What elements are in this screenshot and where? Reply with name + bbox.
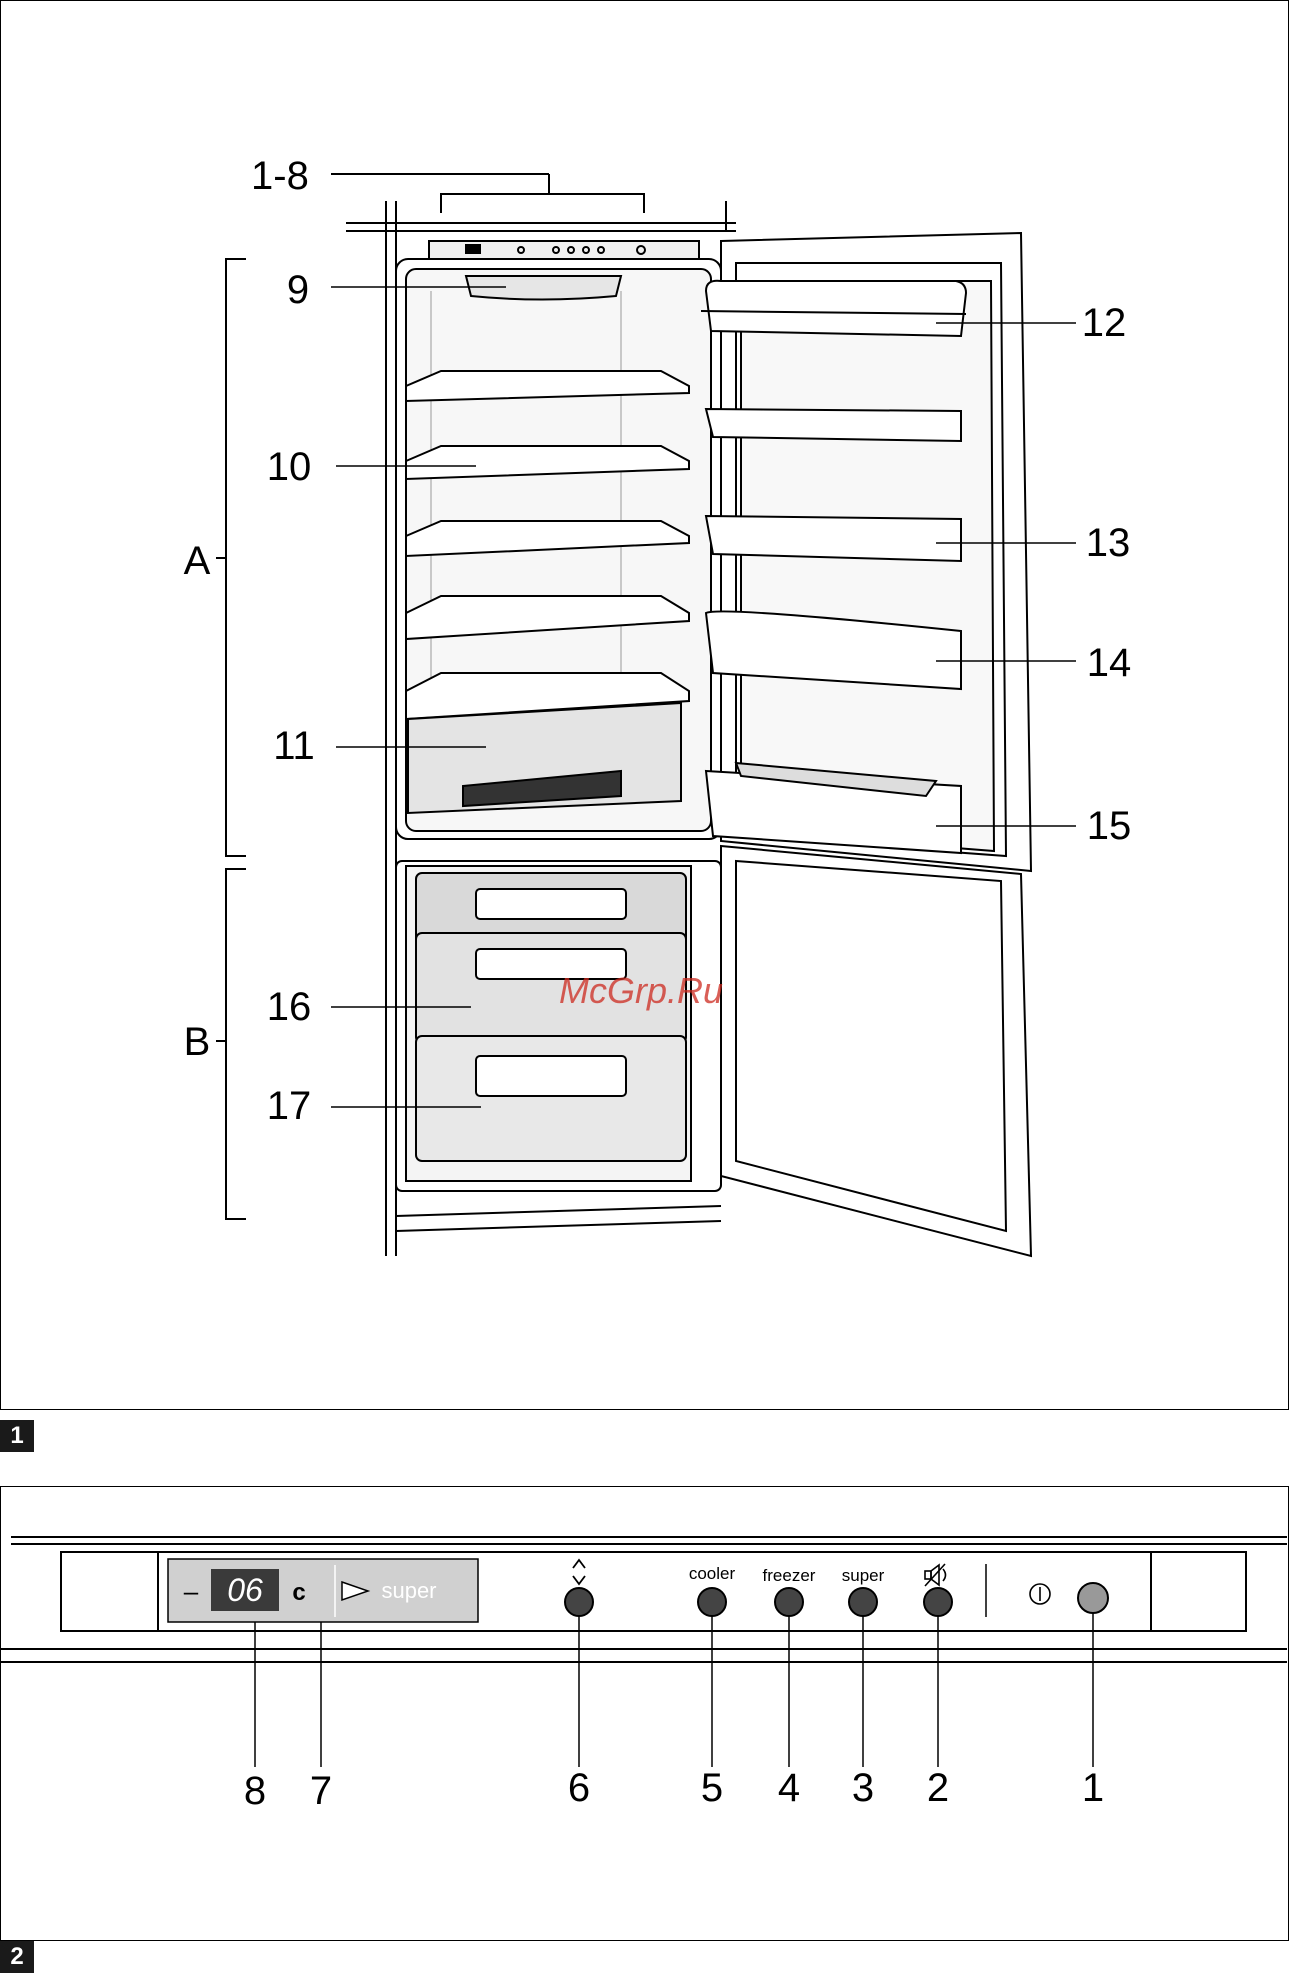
zone-b-label: B bbox=[184, 1020, 211, 1064]
watermark: McGrp.Ru bbox=[559, 970, 723, 1011]
callout-5: 5 bbox=[701, 1766, 723, 1810]
cooler-button[interactable] bbox=[698, 1588, 726, 1616]
zone-a-label: A bbox=[184, 539, 211, 583]
callout-10: 10 bbox=[267, 445, 312, 489]
figure-1-number: 1 bbox=[0, 1420, 34, 1452]
callout-1: 1 bbox=[1082, 1766, 1104, 1810]
callout-7: 7 bbox=[310, 1769, 332, 1813]
control-panel-illustration: – 06 c super cooler freezer super 8 7 bbox=[1, 1487, 1287, 1939]
freezer-button[interactable] bbox=[775, 1588, 803, 1616]
alarm-off-button[interactable] bbox=[924, 1588, 952, 1616]
callout-12: 12 bbox=[1082, 301, 1127, 345]
callout-2: 2 bbox=[927, 1766, 949, 1810]
fridge-illustration: 1-8 9 10 11 12 13 14 15 16 17 A B McGrp.… bbox=[1, 1, 1287, 1408]
label-super: super bbox=[842, 1566, 885, 1585]
callout-3: 3 bbox=[852, 1766, 874, 1810]
power-button[interactable] bbox=[1078, 1583, 1108, 1613]
display-minus: – bbox=[184, 1576, 199, 1606]
callout-16: 16 bbox=[267, 985, 312, 1029]
label-cooler: cooler bbox=[689, 1564, 736, 1583]
callout-6: 6 bbox=[568, 1766, 590, 1810]
callout-17: 17 bbox=[267, 1084, 312, 1128]
super-button[interactable] bbox=[849, 1588, 877, 1616]
figure-2-panel: – 06 c super cooler freezer super 8 7 bbox=[0, 1486, 1289, 1941]
figure-1-panel: 1-8 9 10 11 12 13 14 15 16 17 A B McGrp.… bbox=[0, 0, 1289, 1410]
callout-15: 15 bbox=[1087, 804, 1132, 848]
callout-9: 9 bbox=[287, 268, 309, 312]
callout-1-8: 1-8 bbox=[251, 154, 309, 198]
callout-8: 8 bbox=[244, 1769, 266, 1813]
callout-11: 11 bbox=[273, 724, 315, 768]
figure-2-number: 2 bbox=[0, 1941, 34, 1973]
temperature-select-button[interactable] bbox=[565, 1588, 593, 1616]
display-super-label: super bbox=[381, 1578, 436, 1603]
callout-13: 13 bbox=[1086, 521, 1131, 565]
callout-14: 14 bbox=[1087, 641, 1132, 685]
callout-4: 4 bbox=[778, 1766, 800, 1810]
display-unit: c bbox=[292, 1579, 305, 1606]
display-temperature: 06 bbox=[227, 1572, 263, 1608]
label-freezer: freezer bbox=[763, 1566, 816, 1585]
